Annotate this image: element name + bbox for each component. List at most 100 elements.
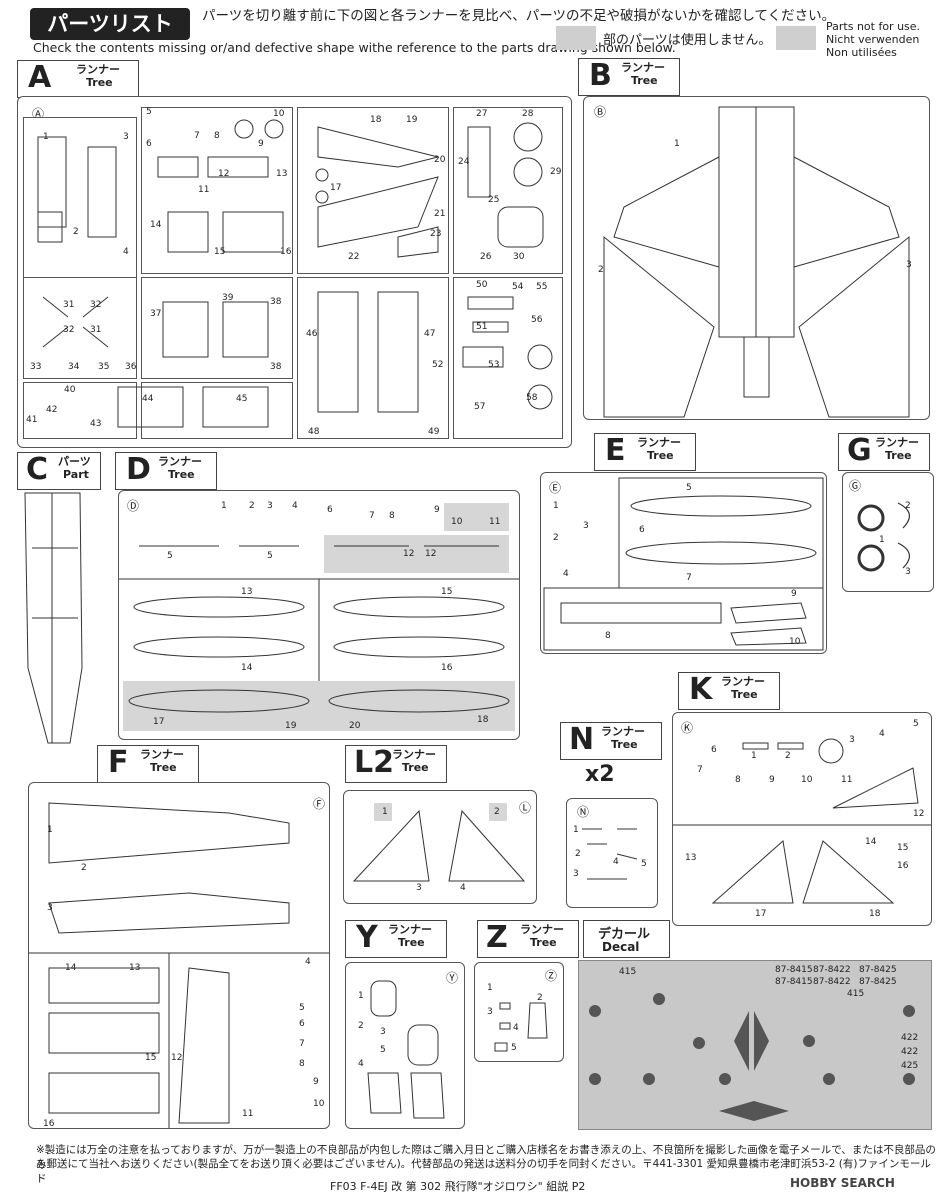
runner-z-marker: Ⓩ <box>545 969 558 983</box>
runner-a-en: Tree <box>86 76 113 89</box>
runner-n-en: Tree <box>611 738 638 751</box>
decal-mark-7: 87-8425 <box>859 977 897 987</box>
runner-n-marker: Ⓝ <box>577 805 590 819</box>
part-number-label: 2 <box>73 227 79 237</box>
part-number-label: 27 <box>476 109 488 119</box>
part-number-label: 12 <box>171 1053 183 1063</box>
part-number-label: 4 <box>513 1023 519 1033</box>
part-number-label: 44 <box>142 394 154 404</box>
part-number-label: 15 <box>441 587 453 597</box>
part-number-label: 29 <box>550 167 562 177</box>
part-number-label: 8 <box>605 631 611 641</box>
part-number-label: 54 <box>512 282 524 292</box>
part-number-label: 5 <box>299 1003 305 1013</box>
part-number-label: 13 <box>129 963 141 973</box>
part-number-label: 2 <box>249 501 255 511</box>
runner-n-jp: ランナー <box>601 725 645 738</box>
runner-d-letter: D <box>126 452 151 487</box>
runner-y-tag: Y ランナー Tree <box>345 920 447 958</box>
runner-z-tag: Z ランナー Tree <box>477 920 579 958</box>
runner-y-marker: Ⓨ <box>446 971 459 985</box>
part-number-label: 5 <box>641 859 647 869</box>
part-number-label: 26 <box>480 252 492 262</box>
part-number-label: 51 <box>476 322 488 332</box>
part-number-label: 19 <box>285 721 297 731</box>
decal-mark-10: 422 <box>901 1047 919 1057</box>
part-number-label: 3 <box>123 132 129 142</box>
part-number-label: 16 <box>43 1119 55 1129</box>
part-number-label: 10 <box>801 775 813 785</box>
part-number-label: 33 <box>30 362 42 372</box>
hobby-search-watermark: HOBBY SEARCH <box>790 1176 895 1190</box>
part-number-label: 13 <box>241 587 253 597</box>
footer-note-line2: を郵送にて当社へお送りください(製品全てをお送り頂く必要はございません)。代替部… <box>36 1158 931 1185</box>
part-number-label: 22 <box>348 252 360 262</box>
runner-f-en: Tree <box>150 761 177 774</box>
runner-k-letter: K <box>689 672 713 707</box>
part-number-label: 18 <box>370 115 382 125</box>
part-number-label: 14 <box>865 837 877 847</box>
part-number-label: 4 <box>305 957 311 967</box>
part-number-label: 45 <box>236 394 248 404</box>
part-number-label: 57 <box>474 402 486 412</box>
part-number-label: 5 <box>146 107 152 117</box>
runner-k-marker: Ⓚ <box>681 721 694 735</box>
part-number-label: 9 <box>769 775 775 785</box>
part-number-label: 5 <box>511 1043 517 1053</box>
runner-n-letter: N <box>569 722 595 757</box>
part-number-label: 52 <box>432 360 444 370</box>
runner-e-letter: E <box>605 433 626 468</box>
part-number-label: 4 <box>292 501 298 511</box>
runner-d-frame: Ⓓ 1 2 3 4 5 5 6 7 8 9 10 11 12 12 13 14 … <box>118 490 520 740</box>
part-number-label: 6 <box>299 1019 305 1029</box>
runner-a-sub4 <box>453 107 563 274</box>
runner-y-drawing <box>367 980 445 1119</box>
runner-g-frame: Ⓖ 1 2 3 <box>842 472 934 592</box>
runner-f-tag: F ランナー Tree <box>97 745 199 783</box>
part-number-label: 15 <box>897 843 909 853</box>
part-number-label: 36 <box>125 362 137 372</box>
decal-drawing <box>589 993 915 1121</box>
decal-mark-4: 87-8425 <box>859 965 897 975</box>
part-number-label: 8 <box>735 775 741 785</box>
part-number-label: 4 <box>460 883 466 893</box>
runner-n-tag: N ランナー Tree <box>560 722 662 760</box>
runner-k-jp: ランナー <box>721 675 765 688</box>
runner-n-multiplier: x2 <box>585 762 615 787</box>
decal-jp: デカール <box>598 927 651 942</box>
runner-a-sub8 <box>453 277 563 439</box>
part-number-label: 28 <box>522 109 534 119</box>
part-number-label: 2 <box>575 849 581 859</box>
part-number-label: 31 <box>90 325 102 335</box>
part-number-label: 7 <box>369 511 375 521</box>
part-number-label: 47 <box>424 329 436 339</box>
part-number-label: 1 <box>879 535 885 545</box>
part-number-label: 2 <box>494 807 500 817</box>
part-number-label: 13 <box>276 169 288 179</box>
part-c-drawing <box>24 492 83 744</box>
part-number-label: 12 <box>403 549 415 559</box>
part-number-label: 6 <box>711 745 717 755</box>
part-number-label: 15 <box>214 247 226 257</box>
part-number-label: 3 <box>380 1027 386 1037</box>
part-number-label: 21 <box>434 209 446 219</box>
part-number-label: 43 <box>90 419 102 429</box>
runner-z-letter: Z <box>486 920 508 955</box>
runner-e-drawing <box>543 477 824 651</box>
footer-note-line1: ※製造には万全の注意を払っておりますが、万が一製造上の不良部品が内包した際はご購… <box>36 1144 936 1171</box>
runner-n-drawing <box>582 828 638 880</box>
part-number-label: 42 <box>46 405 58 415</box>
part-number-label: 17 <box>330 183 342 193</box>
part-number-label: 46 <box>306 329 318 339</box>
part-c-en: Part <box>63 468 89 481</box>
part-number-label: 2 <box>81 863 87 873</box>
runner-e-marker: Ⓔ <box>549 481 562 495</box>
runner-g-letter: G <box>847 433 872 468</box>
part-number-label: 1 <box>43 132 49 142</box>
part-number-label: 11 <box>841 775 853 785</box>
part-number-label: 4 <box>563 569 569 579</box>
part-number-label: 17 <box>153 717 165 727</box>
part-number-label: 2 <box>358 1021 364 1031</box>
runner-g-drawing <box>857 502 910 572</box>
decal-en: Decal <box>602 940 640 954</box>
